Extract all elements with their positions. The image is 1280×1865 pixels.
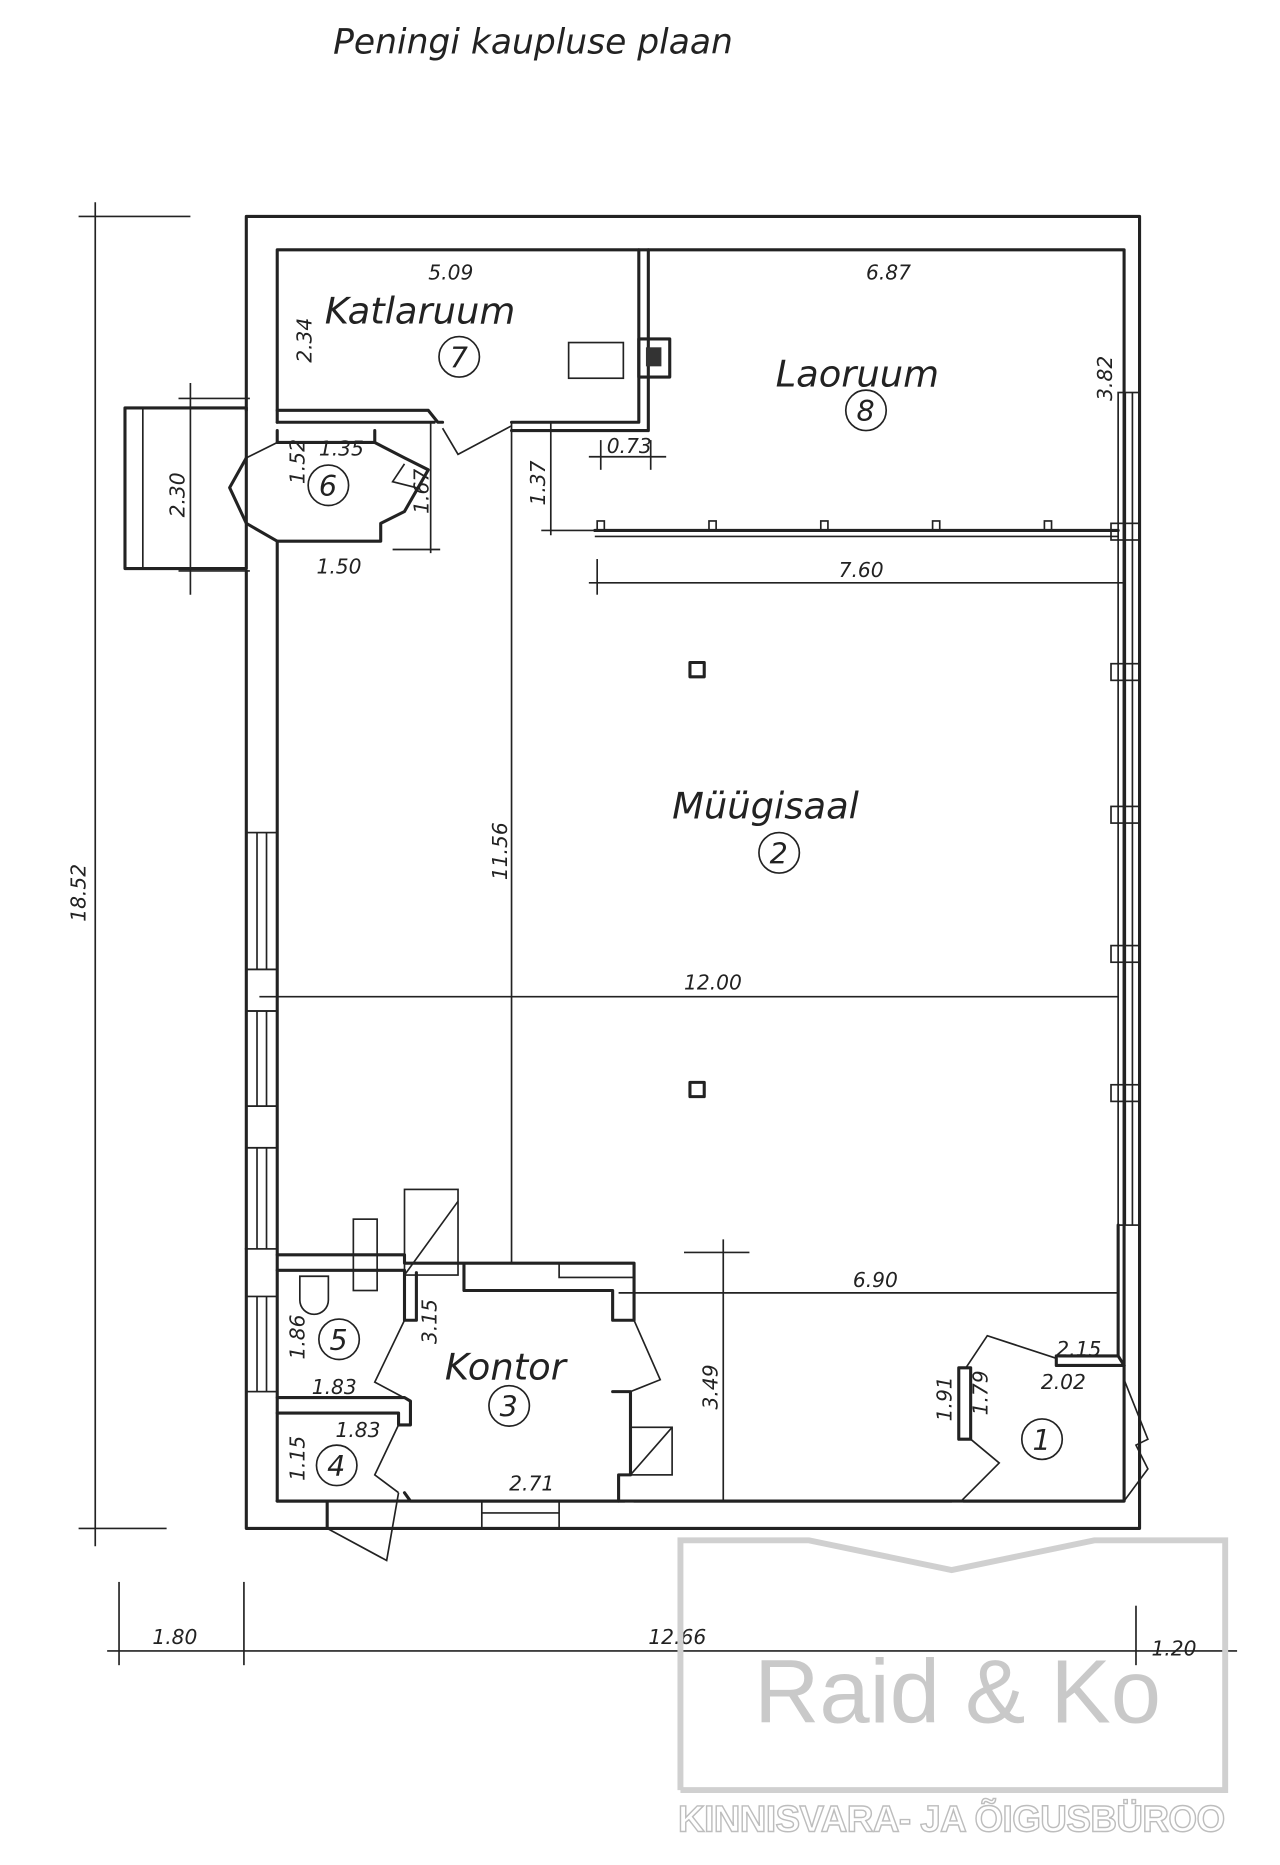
- dim-katlaruum-height: 2.34: [293, 318, 317, 363]
- dim-room4-width: 1.83: [336, 1418, 381, 1442]
- dim-hall-lower-height: 3.49: [698, 1364, 722, 1409]
- dim-room1-d: 1.79: [968, 1370, 992, 1415]
- plan-title: Peningi kaupluse plaan: [333, 23, 733, 63]
- room-number-4: 4: [327, 1450, 345, 1483]
- interior-walls: [228, 248, 1149, 1562]
- dimension-labels: 18.52 2.30 1.80 12.66 1.20 5.09 2.34 6.8…: [67, 261, 1197, 1661]
- entrance-porch: [123, 406, 248, 571]
- dim-partition: 7.60: [839, 558, 884, 582]
- watermark-logo: Raid & Ko KINNISVARA- JA ÕIGUSBÜROO: [677, 1537, 1229, 1840]
- dim-room6-depth: 1.67: [409, 469, 433, 514]
- dim-hall-width: 12.00: [684, 971, 742, 995]
- windows-left: [245, 831, 279, 1393]
- dim-total-width: 12.66: [648, 1625, 706, 1649]
- dim-kontor-height: 3.15: [418, 1299, 442, 1344]
- dim-porch: 2.30: [165, 472, 189, 517]
- dim-corridor: 1.37: [526, 460, 550, 505]
- room-name-katlaruum: Katlaruum: [325, 290, 516, 333]
- watermark-brand: Raid & Ko: [754, 1641, 1161, 1742]
- room-number-1: 1: [1033, 1424, 1051, 1457]
- dim-hall-lower-width: 6.90: [853, 1268, 898, 1292]
- dim-room4-height: 1.15: [286, 1436, 310, 1481]
- dim-right-offset: 1.20: [1151, 1637, 1196, 1661]
- dim-room6-bottom: 1.50: [316, 554, 361, 578]
- dim-laoruum-width: 6.87: [866, 261, 911, 285]
- dim-kontor-width: 2.71: [509, 1471, 554, 1495]
- dim-chimney: 0.73: [607, 434, 652, 458]
- dim-laoruum-height: 3.82: [1093, 356, 1117, 401]
- dim-room1-a: 2.15: [1056, 1337, 1101, 1361]
- room-number-5: 5: [330, 1324, 348, 1357]
- windows-right: [1110, 391, 1141, 1226]
- watermark-tagline: KINNISVARA- JA ÕIGUSBÜROO: [678, 1798, 1225, 1840]
- room-labels: Katlaruum 7 Laoruum 8 6 Müügisaal 2 Kont…: [307, 290, 1064, 1487]
- room-number-2: 2: [770, 838, 788, 871]
- dimension-lines: [78, 202, 1238, 1666]
- room-number-7: 7: [450, 342, 468, 375]
- dim-katlaruum-width: 5.09: [428, 261, 473, 285]
- room-number-3: 3: [500, 1391, 518, 1424]
- room-number-6: 6: [319, 470, 337, 503]
- room-name-kontor: Kontor: [445, 1346, 569, 1389]
- outer-walls: [244, 214, 1142, 1530]
- dim-hall-height: 11.56: [488, 822, 512, 880]
- dim-room6-top: 1.35: [319, 437, 364, 461]
- dim-room5-height: 1.86: [286, 1314, 310, 1359]
- dim-left-offset: 1.80: [152, 1625, 197, 1649]
- dim-room6-height: 1.52: [286, 439, 310, 484]
- room-number-8: 8: [856, 395, 874, 428]
- dim-total-height: 18.52: [67, 864, 91, 922]
- dim-room1-c: 1.91: [933, 1376, 957, 1421]
- dim-room5-width: 1.83: [312, 1375, 357, 1399]
- room-name-myygisaal: Müügisaal: [672, 784, 860, 827]
- dim-room1-b: 2.02: [1041, 1370, 1086, 1394]
- room-name-laoruum: Laoruum: [776, 353, 939, 396]
